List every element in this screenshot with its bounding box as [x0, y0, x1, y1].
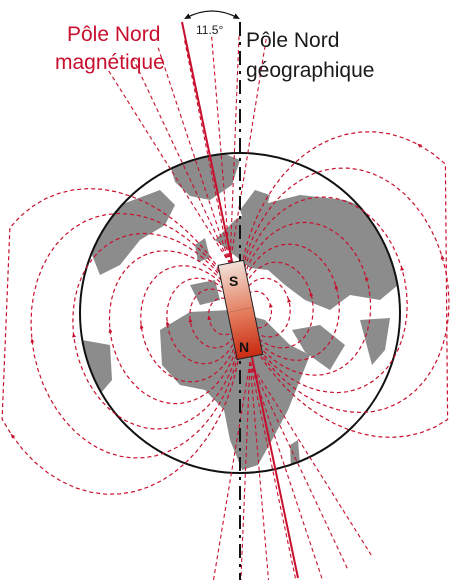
north-america-shape	[90, 190, 175, 275]
magnetic-north-label-line1: Pôle Nord	[67, 23, 161, 46]
field-line	[1, 187, 242, 495]
field-line	[108, 250, 242, 405]
polar-field-line	[212, 361, 251, 581]
polar-field-line	[249, 361, 324, 581]
field-line	[238, 131, 449, 439]
south-america-shape	[82, 340, 112, 400]
field-line	[140, 265, 241, 383]
field-line	[30, 212, 242, 459]
india-shape	[360, 318, 390, 365]
geographic-north-label-line2: géographique	[246, 59, 375, 82]
magnet-north-pole-label: N	[239, 339, 250, 355]
polar-field-line	[229, 34, 240, 265]
polar-field-line	[229, 36, 268, 265]
field-line	[238, 196, 408, 394]
field-line	[238, 221, 372, 376]
polar-field-line	[249, 361, 373, 558]
polar-field-line	[183, 38, 231, 265]
polar-field-line	[240, 361, 251, 581]
magnetic-north-label-line2: magnétique	[55, 51, 165, 74]
tilt-angle-label: 11.5°	[196, 23, 224, 37]
field-line	[239, 243, 340, 361]
uk-shape	[195, 238, 210, 262]
magnet-body	[217, 259, 264, 361]
field-arrow	[417, 143, 423, 148]
polar-field-line	[249, 361, 349, 571]
tilt-angle-arc	[184, 10, 240, 20]
globe-outline	[79, 152, 401, 474]
geographic-north-label-line1: Pôle Nord	[246, 29, 340, 52]
polar-field-line	[249, 361, 297, 581]
magnet-south-pole-label: S	[229, 273, 239, 289]
polar-field-line	[131, 55, 231, 265]
field-line	[72, 232, 242, 430]
polar-field-line	[210, 34, 231, 265]
bar-magnet	[217, 259, 264, 361]
field-line	[166, 277, 241, 365]
magnetic-field-lines	[1, 34, 450, 581]
scandinavia-shape	[240, 190, 270, 232]
polar-field-line	[107, 68, 231, 265]
polar-field-line	[249, 361, 270, 581]
iberia-shape	[190, 280, 220, 305]
field-line	[238, 167, 450, 414]
polar-field-line	[156, 45, 231, 265]
